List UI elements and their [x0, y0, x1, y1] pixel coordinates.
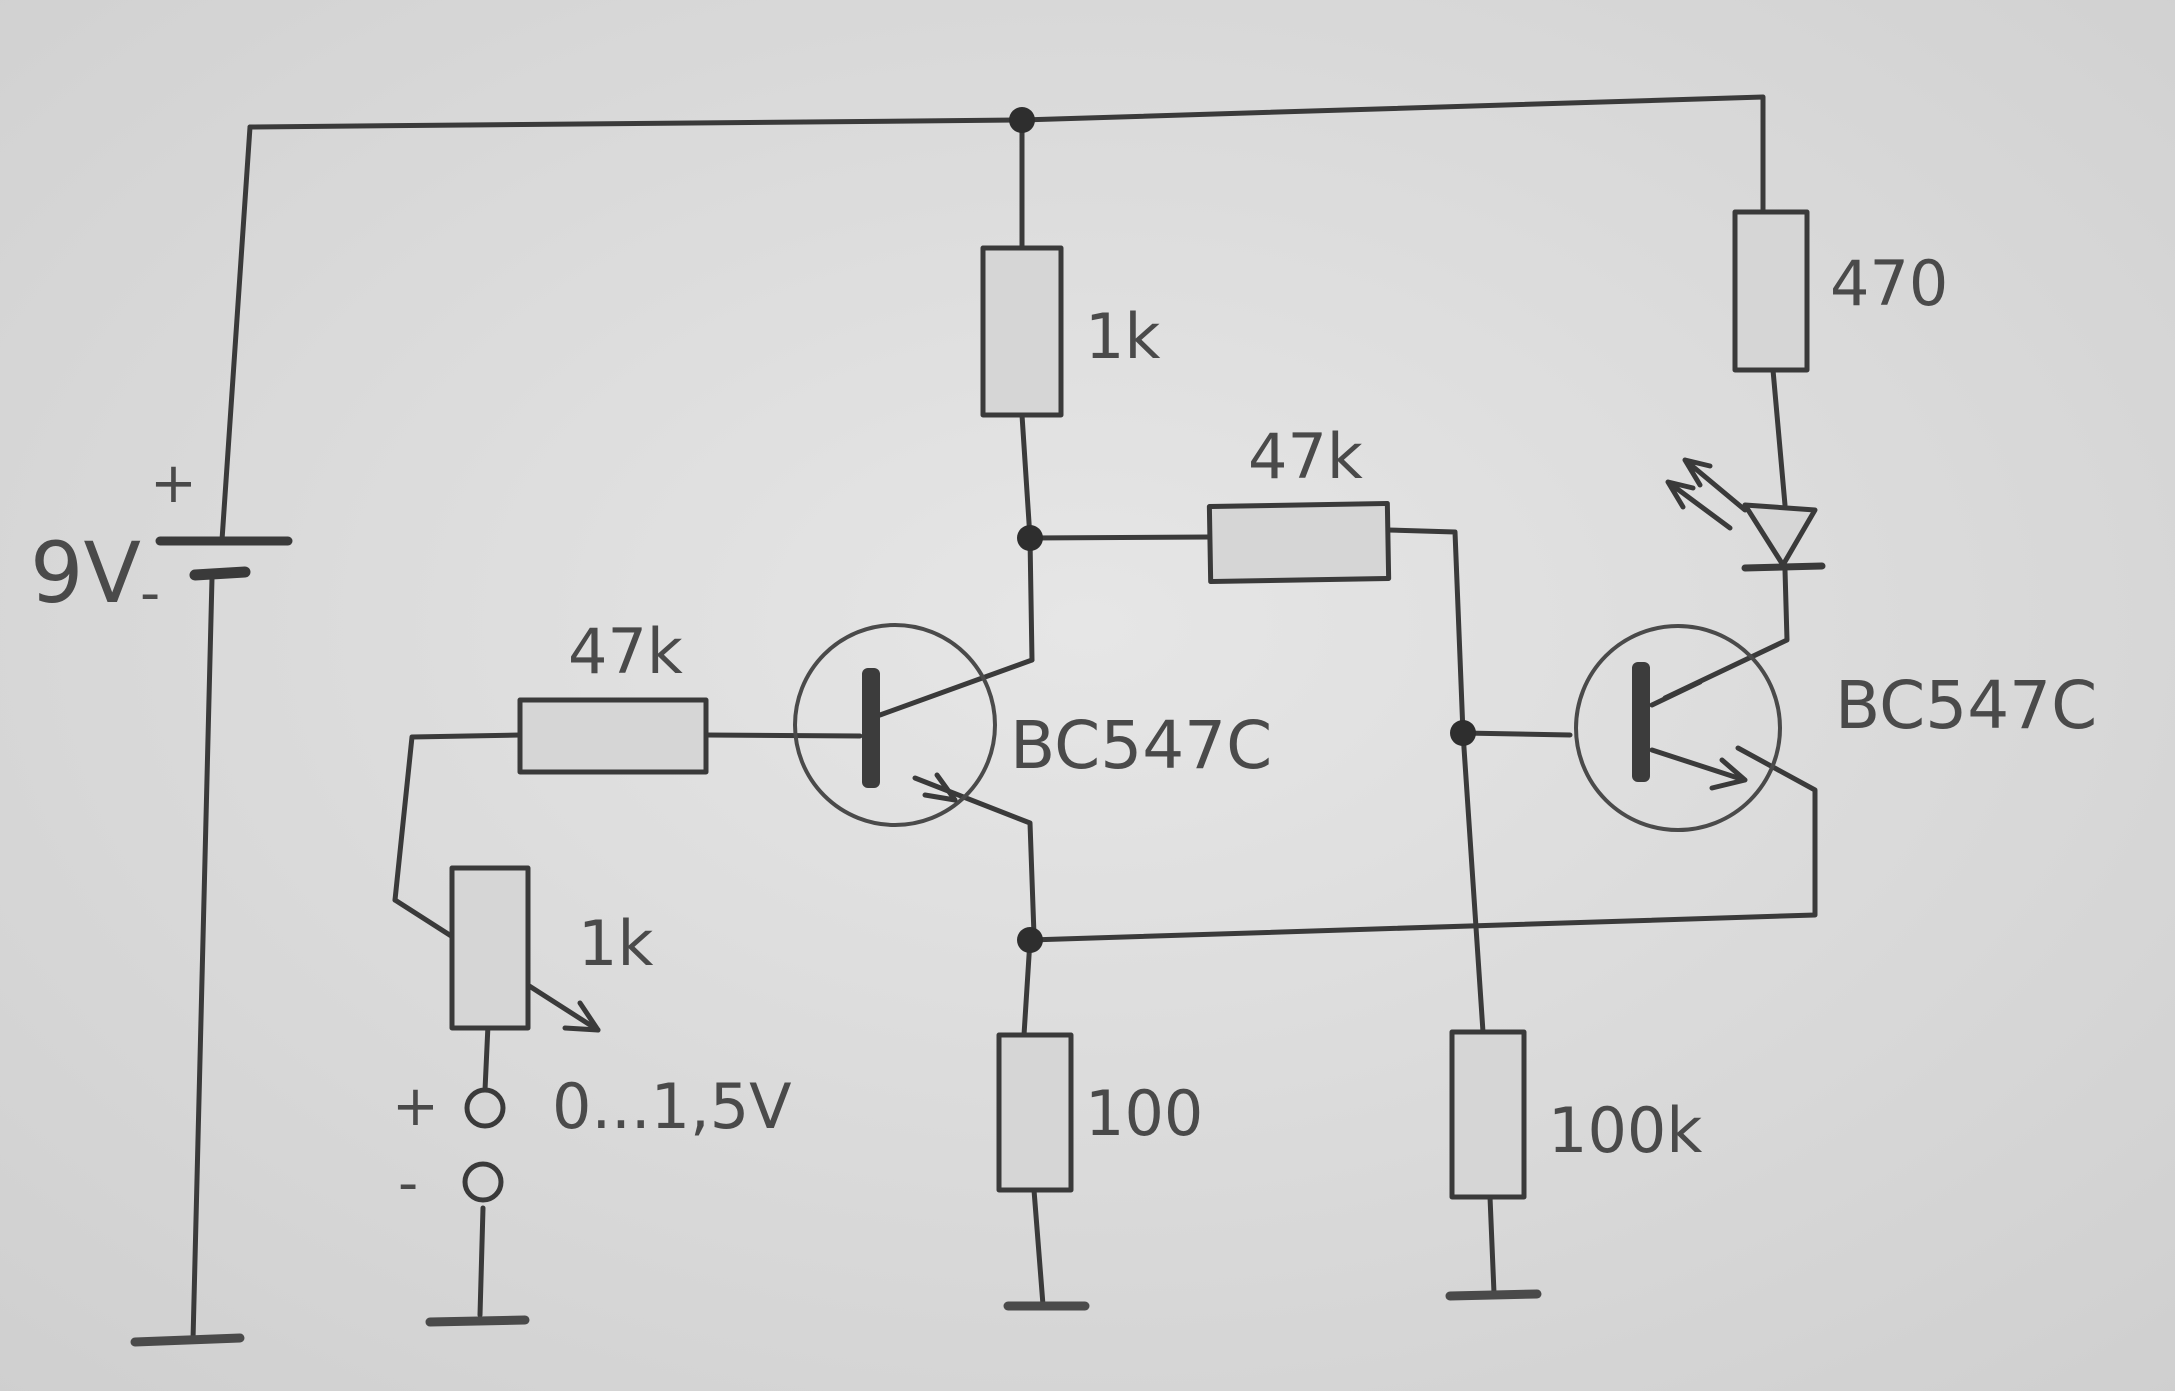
led-bar — [1741, 562, 1826, 572]
led-triangle — [1742, 502, 1818, 568]
led-symbol — [1665, 457, 1826, 572]
transistor-q2-base-bar — [1632, 662, 1650, 782]
input-minus-sign: - — [398, 1151, 418, 1216]
resistor-47k-input-label: 47k — [568, 615, 683, 688]
q1-emitter-wire — [912, 775, 1037, 938]
ground-battery — [130, 1333, 245, 1347]
wires — [190, 94, 1818, 1343]
input-terminal-minus — [462, 1161, 504, 1203]
resistor-470-led-label: 470 — [1830, 247, 1948, 320]
q2-base-wire — [1460, 730, 1573, 738]
transistor-q1-circle — [793, 623, 997, 827]
ground-input — [425, 1315, 530, 1327]
input-terminal-plus — [464, 1087, 506, 1129]
ground-pulldown — [1445, 1289, 1542, 1301]
transistor-q1 — [793, 623, 997, 827]
pot-wiper-arrowhead — [562, 1000, 601, 1033]
input-left-wire — [392, 732, 523, 903]
top-rail-wire — [247, 94, 1766, 215]
battery-symbol — [155, 536, 293, 581]
potentiometer-1k — [449, 865, 531, 1031]
input-range-label: 0...1,5V — [552, 1070, 792, 1143]
base2-down-wire — [1460, 730, 1486, 1035]
transistor-q1-label: BC547C — [1010, 707, 1272, 784]
transistor-q2-emitter-arrowhead — [1709, 757, 1748, 791]
transistor-q2 — [1574, 624, 1782, 832]
junction-dot-collector — [1017, 525, 1043, 551]
resistor-100k-pulldown — [1449, 1029, 1527, 1200]
resistor-47k-feedback-label: 47k — [1248, 420, 1363, 493]
transistor-q2-emitter-wire-inner — [1649, 747, 1741, 781]
junction-dot-base2 — [1450, 720, 1476, 746]
base2-ground-wire — [1487, 1194, 1497, 1296]
emitter-node-wire — [1027, 745, 1818, 943]
battery-plus-sign: + — [150, 451, 197, 516]
transistor-q2-label: BC547C — [1835, 667, 2097, 744]
resistor-100-emitter-label: 100 — [1085, 1077, 1203, 1150]
pot-to-terminal-wire — [482, 1022, 491, 1093]
resistor-100k-pulldown-label: 100k — [1548, 1094, 1702, 1167]
battery-minus-sign: - — [140, 561, 160, 626]
resistor-1k-collector-label: 1k — [1085, 300, 1160, 373]
q2-collector-wire — [1662, 567, 1790, 701]
battery-voltage-label: 9V — [30, 524, 141, 622]
junction-dot-top — [1009, 107, 1035, 133]
resistor-470-led — [1732, 209, 1810, 373]
transistor-q2-circle — [1574, 624, 1782, 832]
led-light-arrow-1 — [1682, 457, 1748, 513]
resistor-100-emitter — [996, 1032, 1074, 1193]
battery-negative-wire — [190, 575, 215, 1343]
terminal-ground-wire — [477, 1205, 486, 1318]
resistor-47k-feedback — [1206, 500, 1392, 585]
resistor-1k-collector — [980, 245, 1064, 418]
battery-short-plate — [189, 566, 251, 581]
emitter-ground-wire — [1031, 1187, 1046, 1308]
potentiometer-1k-label: 1k — [578, 907, 653, 980]
transistor-q2-collector-inner — [1649, 679, 1703, 708]
junction-dot-emitter — [1017, 927, 1043, 953]
transistor-q1-emitter-arrowhead — [922, 772, 958, 803]
transistor-q1-base-bar — [862, 668, 880, 788]
led-light-arrow-2 — [1665, 479, 1733, 531]
input-plus-sign: + — [392, 1074, 439, 1139]
led-top-wire — [1770, 367, 1788, 508]
resistor-47k-input — [517, 697, 709, 775]
collector-to-q1-wire — [877, 657, 1035, 718]
feedback-right-wire — [1385, 527, 1466, 736]
emitter-down-wire — [1021, 937, 1033, 1038]
feedback-left-wire — [1027, 534, 1213, 541]
q1-base-wire — [703, 732, 863, 739]
battery-positive-wire — [219, 124, 253, 543]
